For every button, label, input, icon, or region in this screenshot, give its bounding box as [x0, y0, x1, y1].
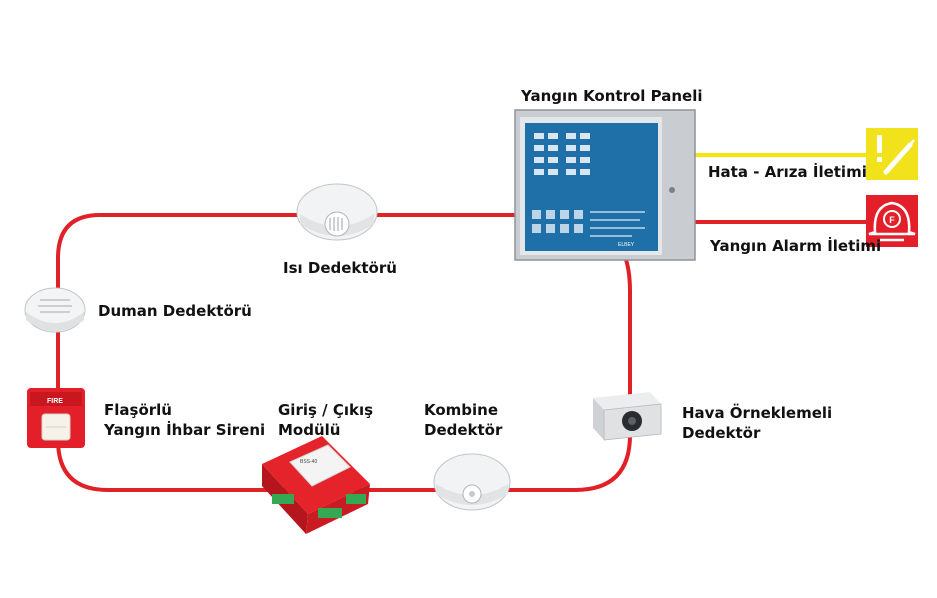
siren-label-line2: Yangın İhbar Sireni [103, 420, 265, 439]
air-sampling-detector-icon [593, 392, 662, 441]
panel-brand: ELBEY [618, 242, 635, 248]
combined-detector-label-line1: Kombine [424, 401, 498, 419]
exclamation-screwdriver-icon [866, 128, 918, 180]
smoke-detector-icon [24, 287, 86, 333]
fire-helmet-icon: F [866, 195, 918, 247]
io-module-label-line1: Giriş / Çıkış [278, 401, 373, 419]
siren-label-line1: Flaşörlü [104, 401, 172, 419]
fault-transmission-label: Hata - Arıza İletimi [708, 162, 867, 181]
siren-strobe-icon: FIRE [27, 388, 85, 448]
combined-detector-icon [433, 453, 511, 511]
control-panel: ELBEY [514, 109, 696, 261]
loop-wire [56, 213, 632, 492]
io-module-label-line2: Modülü [278, 421, 340, 439]
panel-label: Yangın Kontrol Paneli [520, 87, 703, 105]
io-module-icon: BSS-40 [262, 436, 370, 534]
air-sampling-label-line2: Dedektör [682, 424, 761, 442]
air-sampling-label-line1: Hava Örneklemeli [682, 403, 832, 422]
combined-detector-label-line2: Dedektör [424, 421, 503, 439]
heat-detector-icon [296, 183, 378, 241]
smoke-detector-label: Duman Dedektörü [98, 302, 252, 320]
svg-text:F: F [889, 215, 895, 225]
module-code: BSS-40 [300, 459, 317, 465]
siren-badge: FIRE [47, 398, 63, 405]
heat-detector-label: Isı Dedektörü [283, 259, 397, 277]
alarm-transmission-label: Yangın Alarm İletimi [709, 236, 881, 255]
